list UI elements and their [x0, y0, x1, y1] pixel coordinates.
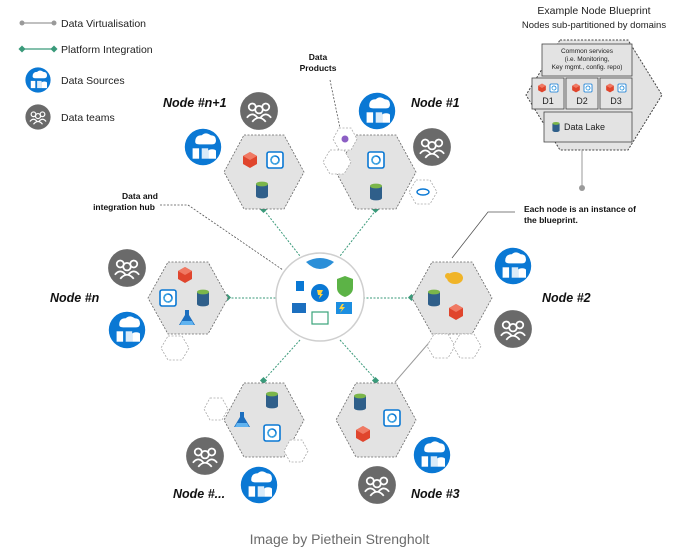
blueprint-subtitle: Nodes sub-partitioned by domains [522, 20, 666, 31]
instance-label: the blueprint. [524, 215, 578, 225]
data-teams-icon [412, 127, 452, 167]
data-products-label: Data [309, 52, 328, 62]
node-2-resources [493, 247, 533, 349]
node-2-hexagon [411, 261, 493, 359]
data-sources-icon [184, 128, 222, 166]
hub-label: Data and [122, 191, 158, 201]
svg-text:D1: D1 [542, 96, 554, 106]
data-sources-icon [358, 92, 396, 130]
hub-grid-icon [296, 281, 304, 291]
data-sources-icon [240, 466, 278, 504]
node-n-plus-1-hexagon [223, 134, 305, 210]
data-sources-icon [494, 247, 532, 285]
image-caption: Image by Piethein Strengholt [249, 531, 430, 547]
common-services-box [541, 43, 633, 77]
instance-label: Each node is an instance of [524, 204, 636, 214]
hub-pipeline-icon [311, 311, 329, 325]
hub-label: integration hub [93, 202, 155, 212]
data-teams-icon [107, 248, 147, 288]
domain-d3: D3 [599, 77, 633, 110]
node-n-hexagon [147, 261, 229, 361]
hub-factory-icon [292, 303, 306, 313]
node-label-3: Node #3 [411, 487, 460, 501]
data-sources-icon [25, 67, 51, 93]
legend-data-sources: Data Sources [25, 67, 125, 93]
data-product-icon [341, 135, 349, 143]
legend-label: Data Virtualisation [61, 18, 146, 30]
legend: Data Virtualisation Platform Integration… [18, 18, 153, 131]
domain-d2: D2 [565, 77, 599, 110]
svg-text:Data Lake: Data Lake [564, 122, 605, 132]
node-label-1: Node #1 [411, 96, 460, 110]
legend-data-teams: Data teams [24, 103, 115, 131]
blueprint-title: Example Node Blueprint [537, 5, 650, 17]
legend-label: Data teams [61, 112, 115, 124]
data-teams-icon [24, 103, 52, 131]
node-label-n-plus-1: Node #n+1 [163, 96, 227, 110]
legend-data-virtualisation: Data Virtualisation [19, 18, 146, 30]
domain-d1: D1 [531, 77, 565, 110]
integration-hub [275, 252, 365, 342]
node-ellipsis-hexagon [203, 382, 309, 463]
node-label-2: Node #2 [542, 291, 591, 305]
node-label-n: Node #n [50, 291, 100, 305]
svg-text:Key mgmt., config. repo): Key mgmt., config. repo) [552, 64, 623, 71]
data-teams-icon [239, 91, 279, 131]
hub-swirl-icon [306, 258, 334, 269]
data-products-label: Products [300, 63, 337, 73]
node-n-resources [107, 248, 147, 349]
data-lake-icon [552, 121, 560, 133]
data-teams-icon [357, 465, 397, 505]
svg-text:Common services: Common services [561, 48, 614, 55]
svg-text:(i.e. Monitoring,: (i.e. Monitoring, [565, 56, 610, 63]
svg-text:D2: D2 [576, 96, 588, 106]
node-3-hexagon [335, 382, 417, 458]
data-teams-icon [493, 309, 533, 349]
node-label-ellipsis: Node #... [173, 487, 225, 501]
svg-text:D3: D3 [610, 96, 622, 106]
legend-label: Data Sources [61, 75, 125, 87]
legend-label: Platform Integration [61, 44, 153, 56]
data-lake-box: Data Lake [543, 111, 633, 143]
hub-shield-icon [337, 276, 353, 297]
node-1-hexagon [322, 127, 438, 210]
data-teams-icon [185, 436, 225, 476]
data-sources-icon [108, 311, 146, 349]
planet-icon [416, 188, 430, 196]
legend-platform-integration: Platform Integration [18, 44, 153, 56]
data-sources-icon [413, 436, 451, 474]
node-blueprint: Example Node Blueprint Nodes sub-partiti… [522, 5, 666, 191]
